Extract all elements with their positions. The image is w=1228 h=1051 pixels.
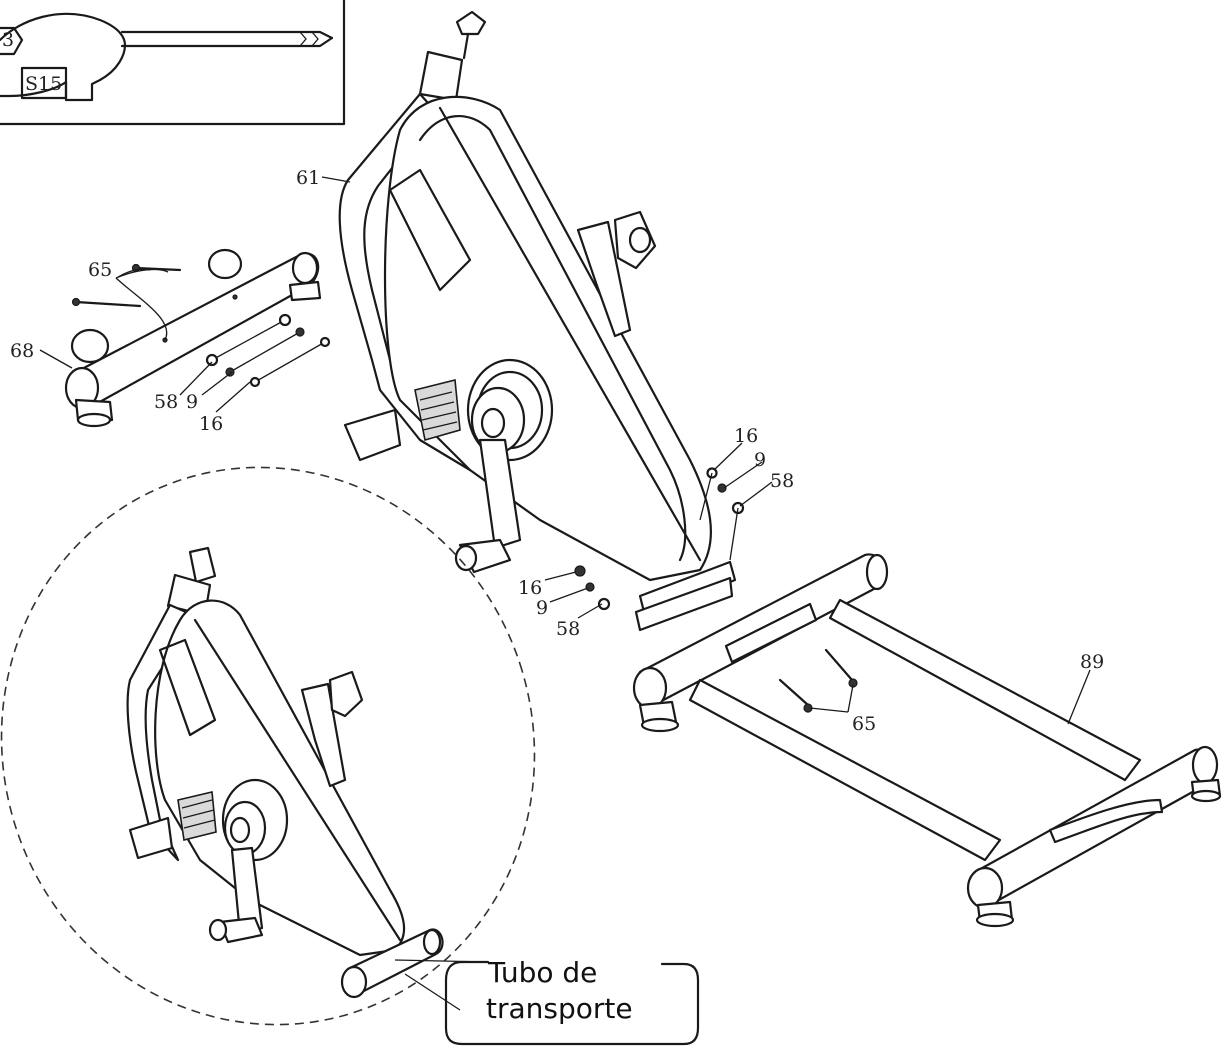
tool-inset: 3 S15 <box>0 0 346 126</box>
callout-line-1: Tubo de <box>487 956 597 989</box>
front-stabilizer-68 <box>64 248 322 428</box>
hex-size-label: 3 <box>2 29 14 51</box>
front-hardware <box>205 313 331 388</box>
callout-line-2: transporte <box>486 992 633 1025</box>
leader-lines <box>39 176 1091 725</box>
label-61: 61 <box>296 167 320 189</box>
detail-dashed-ellipse <box>0 466 536 1026</box>
label-58-rear-top: 58 <box>770 470 794 492</box>
tool-name-label: S15 <box>25 73 62 95</box>
transport-tube-callout: Tubo de transporte <box>444 956 700 1046</box>
label-16-rear-top: 16 <box>734 425 758 447</box>
label-89: 89 <box>1080 651 1104 673</box>
label-9-front: 9 <box>186 391 198 413</box>
label-65-rear: 65 <box>852 713 876 735</box>
label-68: 68 <box>10 340 34 362</box>
label-9-rear-top: 9 <box>754 449 766 471</box>
label-16-front: 16 <box>199 413 223 435</box>
label-58-front: 58 <box>154 391 178 413</box>
detail-bike-view <box>126 546 444 999</box>
main-frame-61 <box>338 10 737 632</box>
rear-bolts-65 <box>778 648 858 713</box>
label-16-rear-bottom: 16 <box>518 577 542 599</box>
part-labels: 61 68 65 58 9 16 16 9 58 16 9 58 89 65 <box>10 167 1104 735</box>
front-bolts-65 <box>71 263 182 341</box>
label-65-front: 65 <box>88 259 112 281</box>
label-58-rear-bottom: 58 <box>556 618 580 640</box>
rear-base-frame-89 <box>632 553 1222 928</box>
label-9-rear-bottom: 9 <box>536 597 548 619</box>
rear-hardware <box>574 467 745 611</box>
